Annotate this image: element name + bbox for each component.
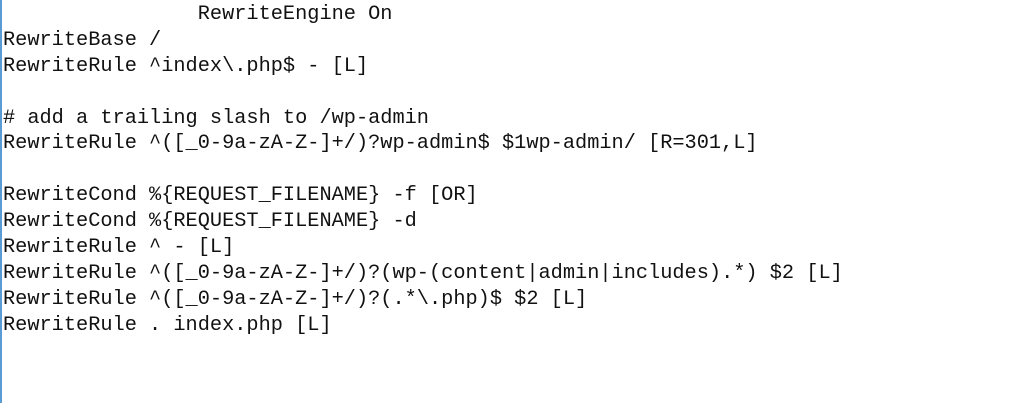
code-line: RewriteBase / [3,28,162,52]
code-line: RewriteRule ^ - [L] [3,236,235,260]
code-line: RewriteEngine On [3,3,393,26]
code-line: RewriteRule ^index\.php$ - [L] [3,54,369,78]
code-line: RewriteCond %{REQUEST_FILENAME} -f [OR] [3,184,478,208]
code-line [3,80,1024,106]
code-line: RewriteRule ^([_0-9a-zA-Z-]+/)?(wp-(cont… [3,261,843,285]
code-comment-line: # add a trailing slash to /wp-admin [3,106,429,130]
code-line: RewriteRule ^([_0-9a-zA-Z-]+/)?(.*\.php)… [3,287,588,311]
code-line: RewriteRule . index.php [L] [3,313,332,337]
code-line: RewriteCond %{REQUEST_FILENAME} -d [3,210,417,234]
code-line [3,157,1024,183]
code-area[interactable]: RewriteEngine On RewriteBase / RewriteRu… [3,2,1024,339]
code-line: RewriteRule ^([_0-9a-zA-Z-]+/)?wp-admin$… [3,132,758,156]
